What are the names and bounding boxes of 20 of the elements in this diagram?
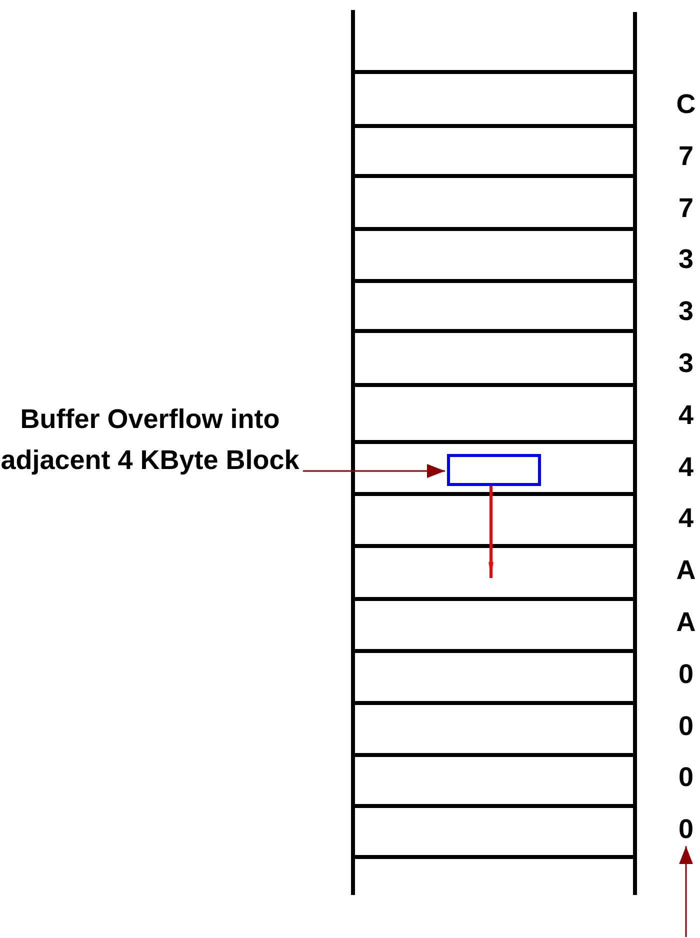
arrow: [679, 846, 693, 937]
hex-digit: 7: [677, 140, 695, 172]
hex-digit: 0: [677, 710, 695, 742]
hex-digit: 4: [677, 398, 695, 431]
hex-digit: 0: [672, 813, 700, 846]
hex-digit: 0: [677, 761, 695, 794]
hex-digit: 0: [677, 658, 695, 690]
hex-digit: 7: [677, 192, 695, 224]
arrow: [303, 464, 445, 478]
memory-block-box: [447, 454, 541, 486]
hex-digit: 3: [677, 347, 695, 379]
hex-digit: 3: [677, 295, 695, 328]
hex-digit: 4: [677, 502, 695, 534]
hex-digit: A: [675, 606, 697, 638]
hex-digit: C: [675, 88, 697, 120]
callout-text: Buffer Overflow into adjacent 4 KByte Block: [0, 399, 300, 522]
hex-digit: 3: [677, 243, 695, 276]
hex-digit: A: [675, 554, 697, 586]
arrow: [488, 486, 494, 578]
hex-digit: 4: [677, 450, 695, 483]
